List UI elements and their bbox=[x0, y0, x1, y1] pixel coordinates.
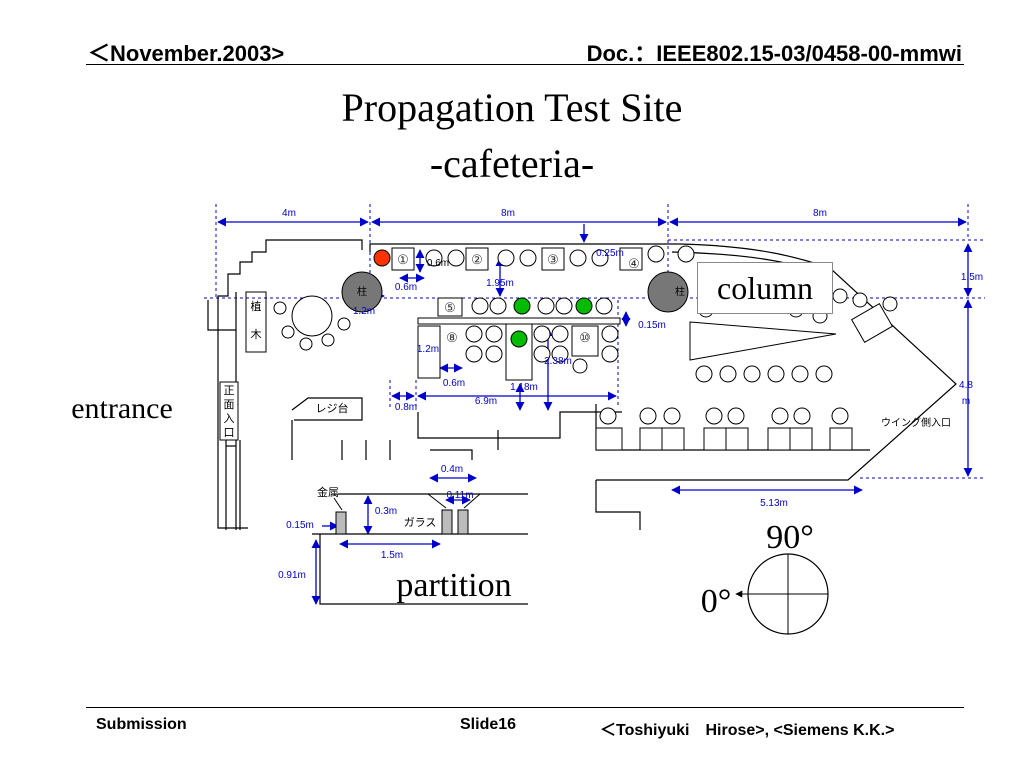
pillar-left-label: 柱 bbox=[357, 285, 367, 298]
svg-text:1.5m: 1.5m bbox=[961, 272, 983, 283]
partition-label: partition bbox=[396, 567, 511, 604]
pillar-right: 柱 bbox=[647, 271, 689, 313]
header-divider bbox=[86, 64, 964, 65]
svg-text:0.8m: 0.8m bbox=[395, 402, 417, 413]
svg-text:0.25m: 0.25m bbox=[596, 248, 624, 259]
footer-submission: Submission bbox=[96, 716, 187, 733]
svg-text:4m: 4m bbox=[282, 208, 296, 219]
footer-author: ＜Toshiyuki Hirose>, <Siemens K.K.> bbox=[600, 722, 895, 739]
footer-slide-number: Slide16 bbox=[460, 716, 517, 733]
svg-text:1.18m: 1.18m bbox=[510, 382, 538, 393]
plant-label-2: 木 bbox=[251, 328, 262, 341]
plant-label-1: 植 bbox=[251, 299, 262, 313]
column-callout: column bbox=[697, 262, 833, 314]
angle-compass bbox=[735, 553, 829, 635]
partition-leader-lines bbox=[333, 493, 481, 511]
svg-text:0.6m: 0.6m bbox=[395, 282, 417, 293]
right-area-furniture bbox=[595, 288, 898, 451]
svg-text:1.2m: 1.2m bbox=[417, 344, 439, 355]
slide-subtitle: -cafeteria- bbox=[429, 141, 595, 186]
svg-text:0.15m: 0.15m bbox=[638, 320, 666, 331]
svg-text:0.3m: 0.3m bbox=[375, 506, 397, 517]
svg-text:5.13m: 5.13m bbox=[760, 498, 788, 509]
plant-box bbox=[245, 291, 267, 353]
middle-table-block bbox=[417, 297, 621, 381]
top-row-seats bbox=[391, 245, 695, 271]
angle-0-label: 0° bbox=[701, 583, 732, 620]
glass-label: ガラス bbox=[404, 516, 437, 529]
svg-text:0.11m: 0.11m bbox=[446, 490, 473, 501]
svg-text:4.8: 4.8 bbox=[959, 380, 973, 391]
svg-text:1.2m: 1.2m bbox=[353, 306, 375, 317]
header-date: ＜November.2003> bbox=[88, 41, 285, 66]
position-2: ② bbox=[471, 252, 483, 267]
position-3: ③ bbox=[547, 252, 559, 267]
front-entrance-label-3: 入 bbox=[224, 413, 235, 425]
dimension-06-black: 0.6m bbox=[427, 258, 449, 269]
receiver-marker-3 bbox=[510, 330, 528, 348]
slide-title: Propagation Test Site bbox=[341, 85, 683, 130]
position-5: ⑤ bbox=[444, 300, 456, 315]
svg-text:8m: 8m bbox=[501, 208, 515, 219]
svg-text:0.6m: 0.6m bbox=[443, 378, 465, 389]
position-4: ④ bbox=[628, 256, 640, 271]
wing-entrance-label: ウイング側入口 bbox=[881, 416, 951, 429]
svg-text:m: m bbox=[962, 396, 970, 407]
footer-divider bbox=[86, 707, 964, 708]
svg-text:0.15m: 0.15m bbox=[286, 520, 314, 531]
front-entrance-label-2: 面 bbox=[224, 399, 235, 411]
header-doc-id: Doc.：IEEE802.15-03/0458-00-mmwi bbox=[586, 41, 962, 66]
partition-detail bbox=[335, 509, 469, 535]
svg-text:1.5m: 1.5m bbox=[381, 550, 403, 561]
metal-label: 金属 bbox=[317, 485, 339, 499]
entrance-label: entrance bbox=[71, 392, 173, 425]
svg-text:6.9m: 6.9m bbox=[475, 396, 497, 407]
position-10: ⑩ bbox=[579, 330, 591, 345]
front-entrance-label-1: 正 bbox=[224, 385, 235, 397]
dimension-labels: 4m 8m 8m 0.25m 1.5m 0.6m 1.2m 1.95m 0.15… bbox=[278, 208, 983, 581]
receiver-marker-2 bbox=[575, 297, 593, 315]
pillar-left: 柱 bbox=[341, 271, 383, 313]
front-entrance-box bbox=[219, 381, 239, 441]
register-label: レジ台 bbox=[316, 401, 349, 415]
angle-90-label: 90° bbox=[766, 519, 814, 556]
position-8: ⑧ bbox=[446, 330, 458, 345]
round-table-left bbox=[273, 295, 351, 351]
position-1: ① bbox=[397, 252, 409, 267]
pillar-right-label: 柱 bbox=[675, 285, 685, 298]
svg-text:8m: 8m bbox=[813, 208, 827, 219]
svg-text:1.95m: 1.95m bbox=[486, 278, 514, 289]
svg-text:0.91m: 0.91m bbox=[278, 570, 306, 581]
svg-text:2.38m: 2.38m bbox=[544, 356, 572, 367]
transmitter-marker bbox=[373, 249, 391, 267]
front-entrance-label-4: 口 bbox=[224, 427, 235, 439]
svg-text:0.4m: 0.4m bbox=[441, 464, 463, 475]
receiver-marker-1 bbox=[513, 297, 531, 315]
